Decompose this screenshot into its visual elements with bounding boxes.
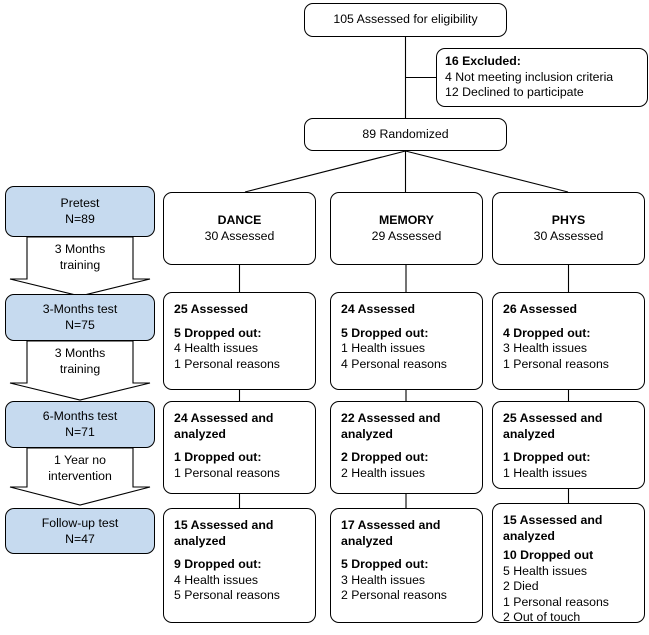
spacer (341, 549, 472, 557)
group-stage-box-dance-2: 24 Assessed and analyzed 1 Dropped out: … (163, 401, 316, 494)
spacer (503, 442, 634, 450)
connector-randomized-to-dance (244, 150, 406, 193)
dropout-item: 5 Health issues (503, 563, 588, 578)
group-stage-box-phys-2: 25 Assessed and analyzed 1 Dropped out: … (492, 401, 645, 489)
dropout-heading: 10 Dropped out (503, 548, 594, 562)
stage-heading: 25 Assessed (174, 302, 249, 316)
stage-transition-label-1: 3 Months training (27, 242, 133, 273)
stage-n-3-months: N=75 (65, 317, 95, 332)
excluded-heading: 16 Excluded: (445, 54, 521, 68)
group-name-dance: DANCE (217, 213, 262, 227)
stage-box-pretest: Pretest N=89 (5, 186, 155, 237)
stage-box-6-months: 6-Months test N=71 (5, 401, 155, 448)
dropout-item: 4 Health issues (174, 341, 259, 355)
spacer (174, 549, 305, 557)
group-stage-box-dance-3: 15 Assessed and analyzed 9 Dropped out: … (163, 508, 316, 623)
dropout-heading: 5 Dropped out: (341, 325, 429, 340)
assessed-for-eligibility-label: 105 Assessed for eligibility (333, 12, 478, 26)
group-header-memory: MEMORY 29 Assessed (330, 192, 483, 265)
group-stage-box-memory-1: 24 Assessed 5 Dropped out: 1 Health issu… (330, 292, 483, 390)
stage-name-follow-up: Follow-up test (41, 516, 119, 530)
dropout-item: 1 Personal reasons (503, 594, 609, 609)
stage-transition-2-line1: 3 Months (54, 346, 106, 360)
dropout-heading: 1 Dropped out: (503, 450, 591, 464)
excluded-box: 16 Excluded: 4 Not meeting inclusion cri… (436, 48, 648, 107)
spacer (341, 318, 472, 326)
group-stage-box-dance-1: 25 Assessed 5 Dropped out: 4 Health issu… (163, 292, 316, 390)
stage-transition-2-line2: training (59, 361, 101, 376)
stage-transition-1-line1: 3 Months (54, 242, 106, 256)
dropout-item: 1 Personal reasons (174, 356, 280, 371)
stage-n-6-months: N=71 (65, 424, 95, 439)
dropout-heading: 4 Dropped out: (503, 325, 591, 340)
dropout-heading: 2 Dropped out: (341, 450, 429, 464)
group-stage-box-phys-1: 26 Assessed 4 Dropped out: 3 Health issu… (492, 292, 645, 390)
group-name-memory: MEMORY (379, 213, 434, 227)
stage-arrow-1 (9, 236, 151, 297)
dropout-item: 5 Personal reasons (174, 588, 280, 602)
group-assessed-phys: 30 Assessed (533, 228, 604, 243)
stage-transition-3-line2: intervention (48, 468, 112, 483)
dropout-item: 3 Health issues (341, 572, 426, 587)
stage-arrow-2 (9, 340, 151, 401)
stage-heading: 24 Assessed and analyzed (174, 411, 274, 441)
spacer (174, 318, 305, 326)
group-assessed-dance: 30 Assessed (204, 228, 275, 243)
group-stage-box-phys-3: 15 Assessed and analyzed 10 Dropped out … (492, 503, 645, 624)
connector-randomized-to-phys (405, 150, 569, 193)
dropout-item: 1 Health issues (503, 465, 588, 480)
stage-name-pretest: Pretest (60, 196, 100, 210)
group-stage-box-memory-2: 22 Assessed and analyzed 2 Dropped out: … (330, 401, 483, 494)
dropout-item: 2 Personal reasons (341, 588, 447, 602)
dropout-heading: 5 Dropped out: (341, 557, 429, 571)
stage-heading: 17 Assessed and analyzed (341, 518, 441, 548)
group-header-dance: DANCE 30 Assessed (163, 192, 316, 265)
stage-heading: 24 Assessed (341, 302, 416, 316)
group-stage-box-memory-3: 17 Assessed and analyzed 5 Dropped out: … (330, 508, 483, 623)
assessed-for-eligibility-box: 105 Assessed for eligibility (304, 3, 507, 37)
group-header-phys: PHYS 30 Assessed (492, 192, 645, 265)
dropout-item: 2 Health issues (341, 465, 426, 480)
spacer (341, 442, 472, 450)
stage-transition-1-line2: training (59, 257, 101, 272)
dropout-item: 1 Personal reasons (503, 356, 609, 371)
spacer (503, 318, 634, 326)
stage-transition-3-line1: 1 Year no (54, 453, 106, 467)
randomized-label: 89 Randomized (362, 127, 449, 141)
group-assessed-memory: 29 Assessed (371, 228, 442, 243)
stage-name-6-months: 6-Months test (42, 409, 118, 423)
randomized-box: 89 Randomized (304, 118, 507, 151)
group-name-phys: PHYS (551, 213, 586, 227)
stage-n-follow-up: N=47 (65, 531, 95, 546)
stage-heading: 15 Assessed and analyzed (174, 518, 274, 548)
stage-heading: 26 Assessed (503, 302, 578, 316)
dropout-item: 4 Personal reasons (341, 356, 447, 371)
dropout-item: 2 Died (503, 579, 539, 593)
dropout-item: 1 Health issues (341, 341, 426, 355)
excluded-reason-2: 12 Declined to participate (445, 85, 584, 99)
stage-box-follow-up: Follow-up test N=47 (5, 508, 155, 554)
dropout-item: 1 Personal reasons (174, 465, 280, 480)
stage-n-pretest: N=89 (65, 211, 95, 226)
stage-heading: 22 Assessed and analyzed (341, 411, 441, 441)
stage-transition-label-2: 3 Months training (27, 346, 133, 377)
stage-transition-label-3: 1 Year no intervention (27, 453, 133, 484)
stage-heading: 15 Assessed and analyzed (503, 513, 603, 543)
spacer (174, 442, 305, 450)
stage-name-3-months: 3-Months test (42, 302, 118, 316)
dropout-heading: 5 Dropped out: (174, 325, 262, 340)
stage-arrow-3 (9, 447, 151, 506)
stage-heading: 25 Assessed and analyzed (503, 411, 603, 441)
dropout-item: 2 Out of touch (503, 610, 581, 624)
excluded-reason-1: 4 Not meeting inclusion criteria (445, 69, 614, 84)
dropout-heading: 9 Dropped out: (174, 557, 262, 571)
dropout-item: 3 Health issues (503, 341, 588, 355)
dropout-heading: 1 Dropped out: (174, 450, 262, 464)
dropout-item: 4 Health issues (174, 572, 259, 587)
stage-box-3-months: 3-Months test N=75 (5, 294, 155, 341)
